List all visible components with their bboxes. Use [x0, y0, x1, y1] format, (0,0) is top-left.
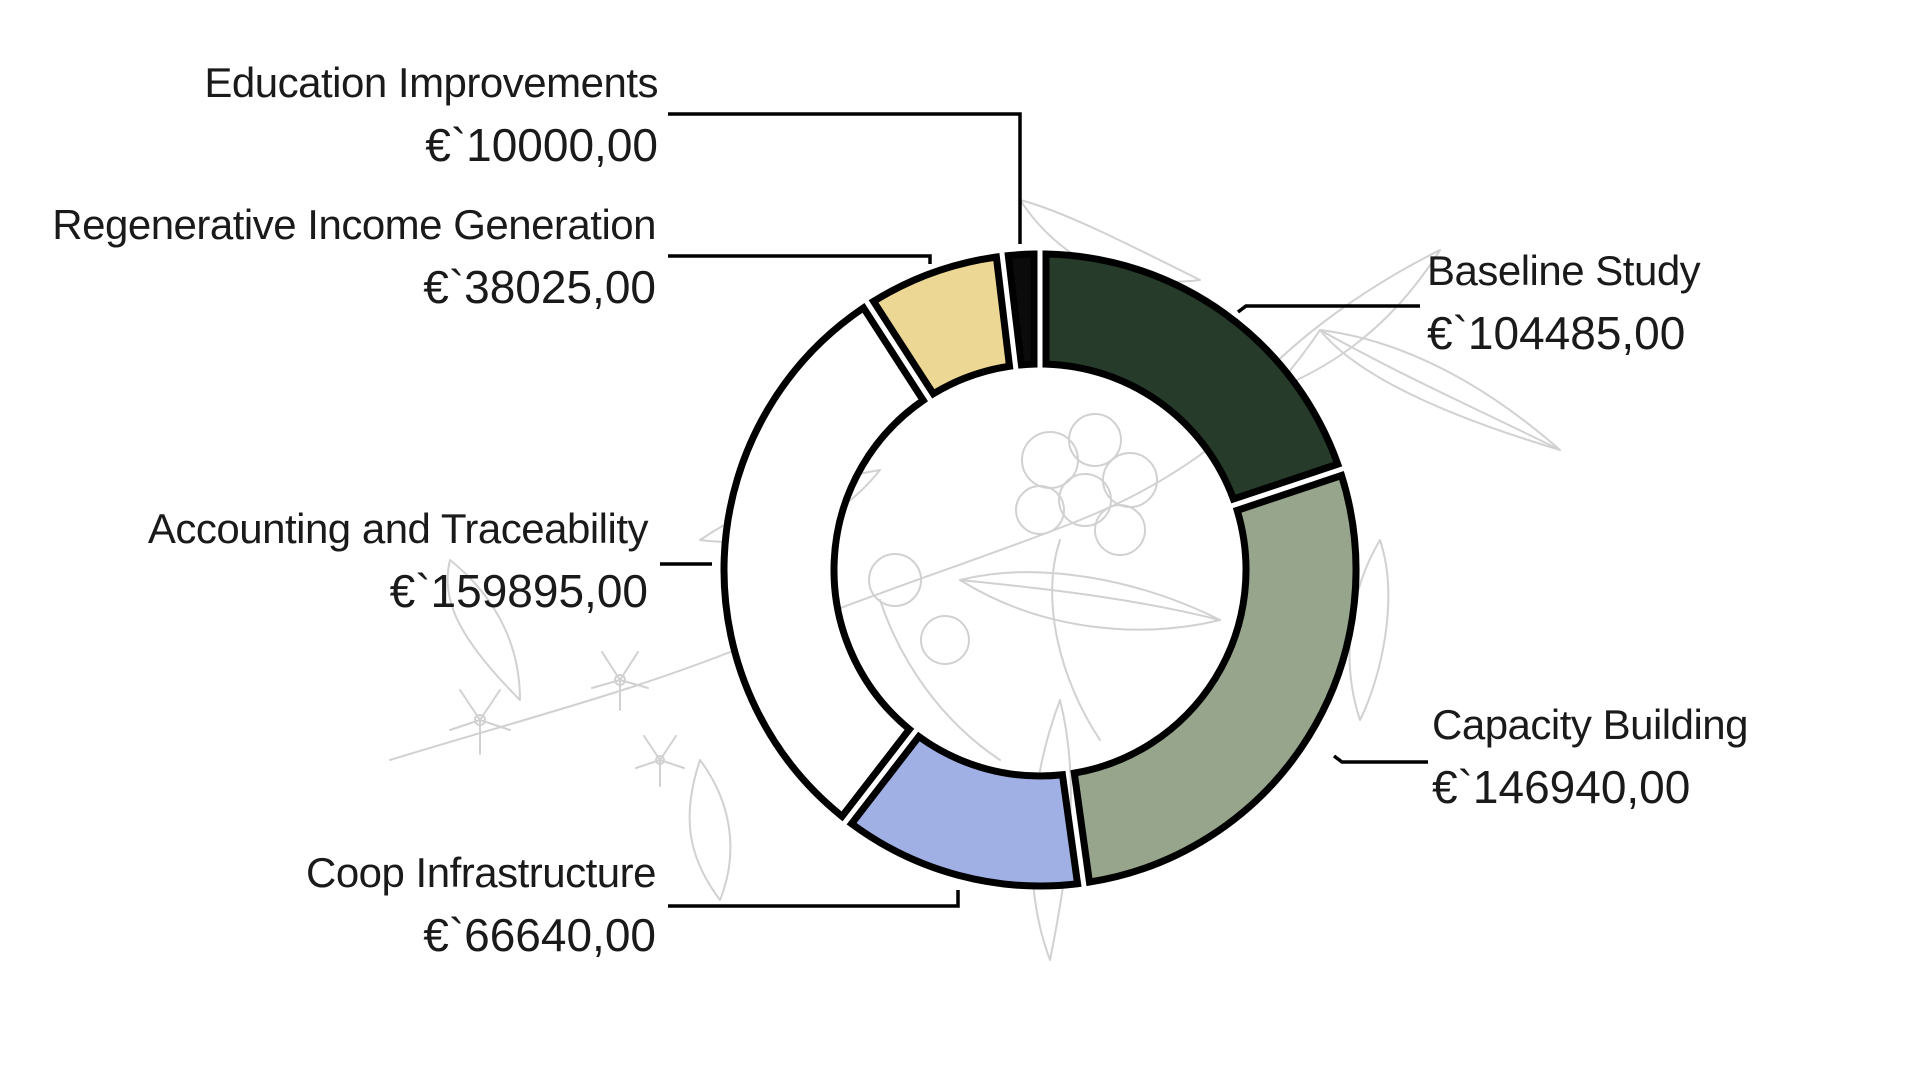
leaf: [446, 559, 521, 701]
category-value: €`10000,00: [425, 119, 658, 172]
category-name: Education Improvements: [204, 59, 658, 106]
cherry: [868, 553, 922, 607]
label-capacity-building: Capacity Building €`146940,00: [1432, 700, 1749, 816]
cherry: [1068, 413, 1122, 467]
category-value: €`38025,00: [423, 261, 656, 314]
category-name: Baseline Study: [1427, 247, 1701, 294]
slice-regenerative-income-generation: [868, 253, 1014, 399]
category-value: €`146940,00: [1432, 761, 1691, 814]
leaf: [1239, 249, 1441, 401]
leader-line-coop-infrastructure: [668, 890, 960, 908]
leaf-vein: [1319, 329, 1561, 451]
label-education-improvements: Education Improvements €`10000,00: [204, 58, 658, 174]
leader-line-education-improvements: [668, 112, 1022, 244]
flower: [591, 651, 649, 711]
flower: [635, 735, 685, 787]
donut-slices: [720, 250, 1360, 890]
cherry: [1015, 485, 1065, 535]
branch-twig: [1051, 539, 1101, 741]
category-name: Capacity Building: [1432, 701, 1749, 748]
cherry: [1058, 473, 1112, 527]
slice-education-improvements: [1004, 250, 1038, 369]
branch-twig: [879, 599, 1001, 761]
slice-coop-infrastructure: [846, 731, 1082, 890]
cherry: [1094, 504, 1146, 556]
leader-line-regenerative-income-generation: [668, 254, 932, 264]
slice-baseline-study: [1042, 250, 1343, 504]
category-value: €`159895,00: [389, 565, 648, 618]
flower: [449, 689, 511, 755]
label-baseline-study: Baseline Study €`104485,00: [1427, 246, 1701, 362]
category-value: €`66640,00: [423, 909, 656, 962]
slice-accounting-and-traceability: [720, 302, 928, 822]
slice-capacity-building: [1070, 471, 1360, 887]
label-coop-infrastructure: Coop Infrastructure €`66640,00: [305, 848, 657, 964]
category-name: Accounting and Traceability: [147, 505, 649, 552]
category-value: €`104485,00: [1427, 307, 1686, 360]
leader-line-capacity-building: [1332, 754, 1428, 764]
leaf: [688, 759, 732, 901]
category-name: Regenerative Income Generation: [52, 201, 656, 248]
leaf: [959, 571, 1221, 631]
cherry: [920, 615, 970, 665]
category-name: Coop Infrastructure: [305, 849, 657, 896]
leader-line-baseline-study: [1236, 304, 1420, 314]
leader-lines: [660, 112, 1428, 908]
label-regenerative-income: Regenerative Income Generation €`38025,0…: [52, 200, 656, 316]
label-accounting-traceability: Accounting and Traceability €`159895,00: [147, 504, 649, 620]
leaf-vein: [959, 579, 1221, 621]
